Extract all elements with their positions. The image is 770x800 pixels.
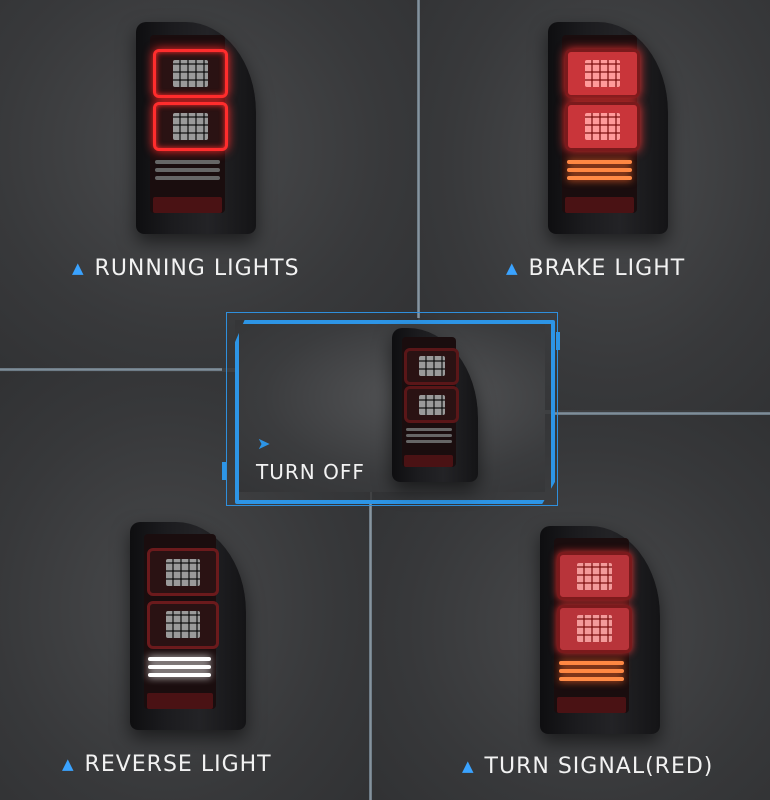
chevron-right-icon: ➤ xyxy=(257,434,271,453)
tail-light-reverse xyxy=(130,522,246,730)
tail-light-brake xyxy=(548,22,668,234)
tail-light-turn-signal xyxy=(540,526,660,734)
chevron-up-icon: ▲ xyxy=(72,258,85,277)
brake-light-label: ▲ BRAKE LIGHT xyxy=(506,256,685,281)
chevron-up-icon: ▲ xyxy=(506,258,519,277)
running-lights-label: ▲ RUNNING LIGHTS xyxy=(72,256,300,281)
tail-light-running xyxy=(136,22,256,234)
divider-line xyxy=(369,500,372,800)
divider-line xyxy=(0,368,222,371)
divider-line xyxy=(417,0,420,318)
turn-signal-text: TURN SIGNAL(RED) xyxy=(484,754,714,779)
divider-line xyxy=(552,412,770,415)
chevron-up-icon: ▲ xyxy=(62,754,75,773)
highlight-frame xyxy=(222,312,560,506)
tail-light-off xyxy=(392,328,478,482)
reverse-light-label: ▲ REVERSE LIGHT xyxy=(62,752,272,777)
turn-signal-label: ▲ TURN SIGNAL(RED) xyxy=(462,754,713,779)
turn-off-label: TURN OFF xyxy=(256,460,365,484)
panel-turn-off xyxy=(235,320,545,492)
chevron-up-icon: ▲ xyxy=(462,756,475,775)
brake-light-text: BRAKE LIGHT xyxy=(528,256,686,281)
reverse-light-text: REVERSE LIGHT xyxy=(84,752,272,777)
running-lights-text: RUNNING LIGHTS xyxy=(94,256,300,281)
